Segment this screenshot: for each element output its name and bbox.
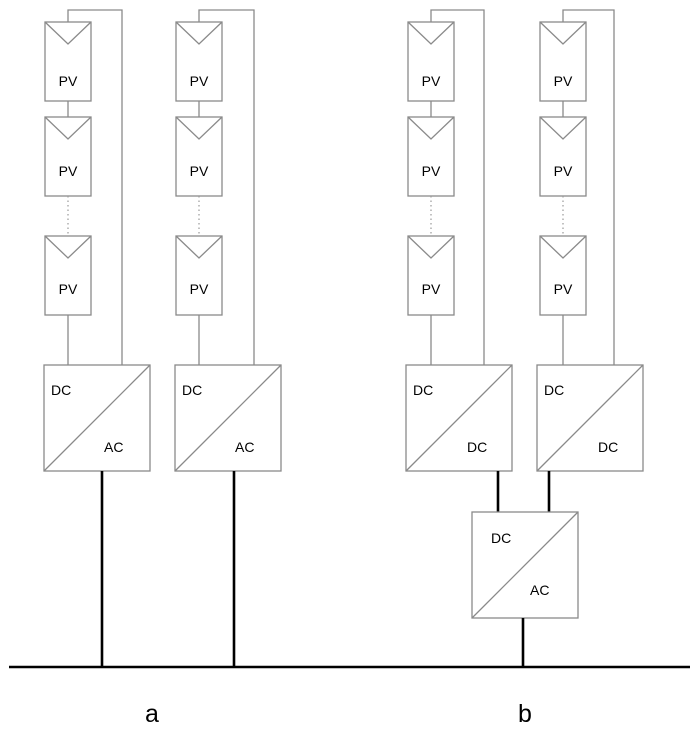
pv-module-label: PV [554, 73, 573, 89]
pv-module [407, 116, 455, 197]
converter-diagonal [174, 364, 282, 472]
converter-input-label: DC [544, 382, 564, 398]
string-return-wire [430, 9, 485, 365]
pv-module-label: PV [554, 163, 573, 179]
pv-module [44, 116, 92, 197]
converter-input-label: DC [182, 382, 202, 398]
pv-module-label: PV [422, 73, 441, 89]
converter-output-label: AC [530, 582, 549, 598]
pv-string-b1: PV PV PV DC DC [405, 9, 513, 512]
pv-module-symbol [175, 116, 223, 140]
pv-module-symbol [44, 116, 92, 140]
pv-module-symbol [407, 21, 455, 45]
pv-module-label: PV [422, 281, 441, 297]
pv-module-label: PV [59, 73, 78, 89]
pv-module-symbol [539, 235, 587, 259]
pv-module-symbol [44, 21, 92, 45]
pv-module [539, 235, 587, 316]
pv-module [175, 21, 223, 102]
pv-module-symbol [539, 21, 587, 45]
pv-module-label: PV [422, 163, 441, 179]
converter-input-label: DC [51, 382, 71, 398]
pv-module [175, 116, 223, 197]
pv-module [44, 21, 92, 102]
pv-module [175, 235, 223, 316]
central-inverter: DC AC [471, 511, 579, 667]
pv-module-label: PV [190, 73, 209, 89]
converter-output-label: AC [104, 439, 123, 455]
converter-input-label: DC [491, 530, 511, 546]
pv-module [44, 235, 92, 316]
pv-module-label: PV [190, 163, 209, 179]
string-return-wire [198, 9, 255, 365]
pv-module-label: PV [59, 281, 78, 297]
pv-string-a2: PV PV PV DC AC [174, 9, 282, 667]
configuration-a: PV PV PV DC AC PV PV [43, 9, 282, 667]
pv-module [407, 235, 455, 316]
converter-diagonal [536, 364, 644, 472]
pv-module-label: PV [190, 281, 209, 297]
string-return-wire [67, 9, 123, 365]
converter-input-label: DC [413, 382, 433, 398]
caption-b: b [518, 700, 532, 728]
pv-module [407, 21, 455, 102]
caption-a: a [145, 700, 159, 728]
converter-diagonal [43, 364, 151, 472]
pv-module [539, 21, 587, 102]
converter-output-label: AC [235, 439, 254, 455]
pv-module-symbol [539, 116, 587, 140]
pv-module-label: PV [554, 281, 573, 297]
pv-module-symbol [407, 116, 455, 140]
pv-module-symbol [407, 235, 455, 259]
pv-module-label: PV [59, 163, 78, 179]
string-return-wire [562, 9, 615, 365]
pv-module [539, 116, 587, 197]
converter-output-label: DC [467, 439, 487, 455]
converter-output-label: DC [598, 439, 618, 455]
pv-module-symbol [44, 235, 92, 259]
pv-string-a1: PV PV PV DC AC [43, 9, 151, 667]
pv-module-symbol [175, 21, 223, 45]
pv-module-symbol [175, 235, 223, 259]
configuration-b: PV PV PV DC DC PV PV [405, 9, 644, 667]
converter-diagonal [405, 364, 513, 472]
converter-diagonal [471, 511, 579, 619]
pv-string-b2: PV PV PV DC DC [536, 9, 644, 512]
